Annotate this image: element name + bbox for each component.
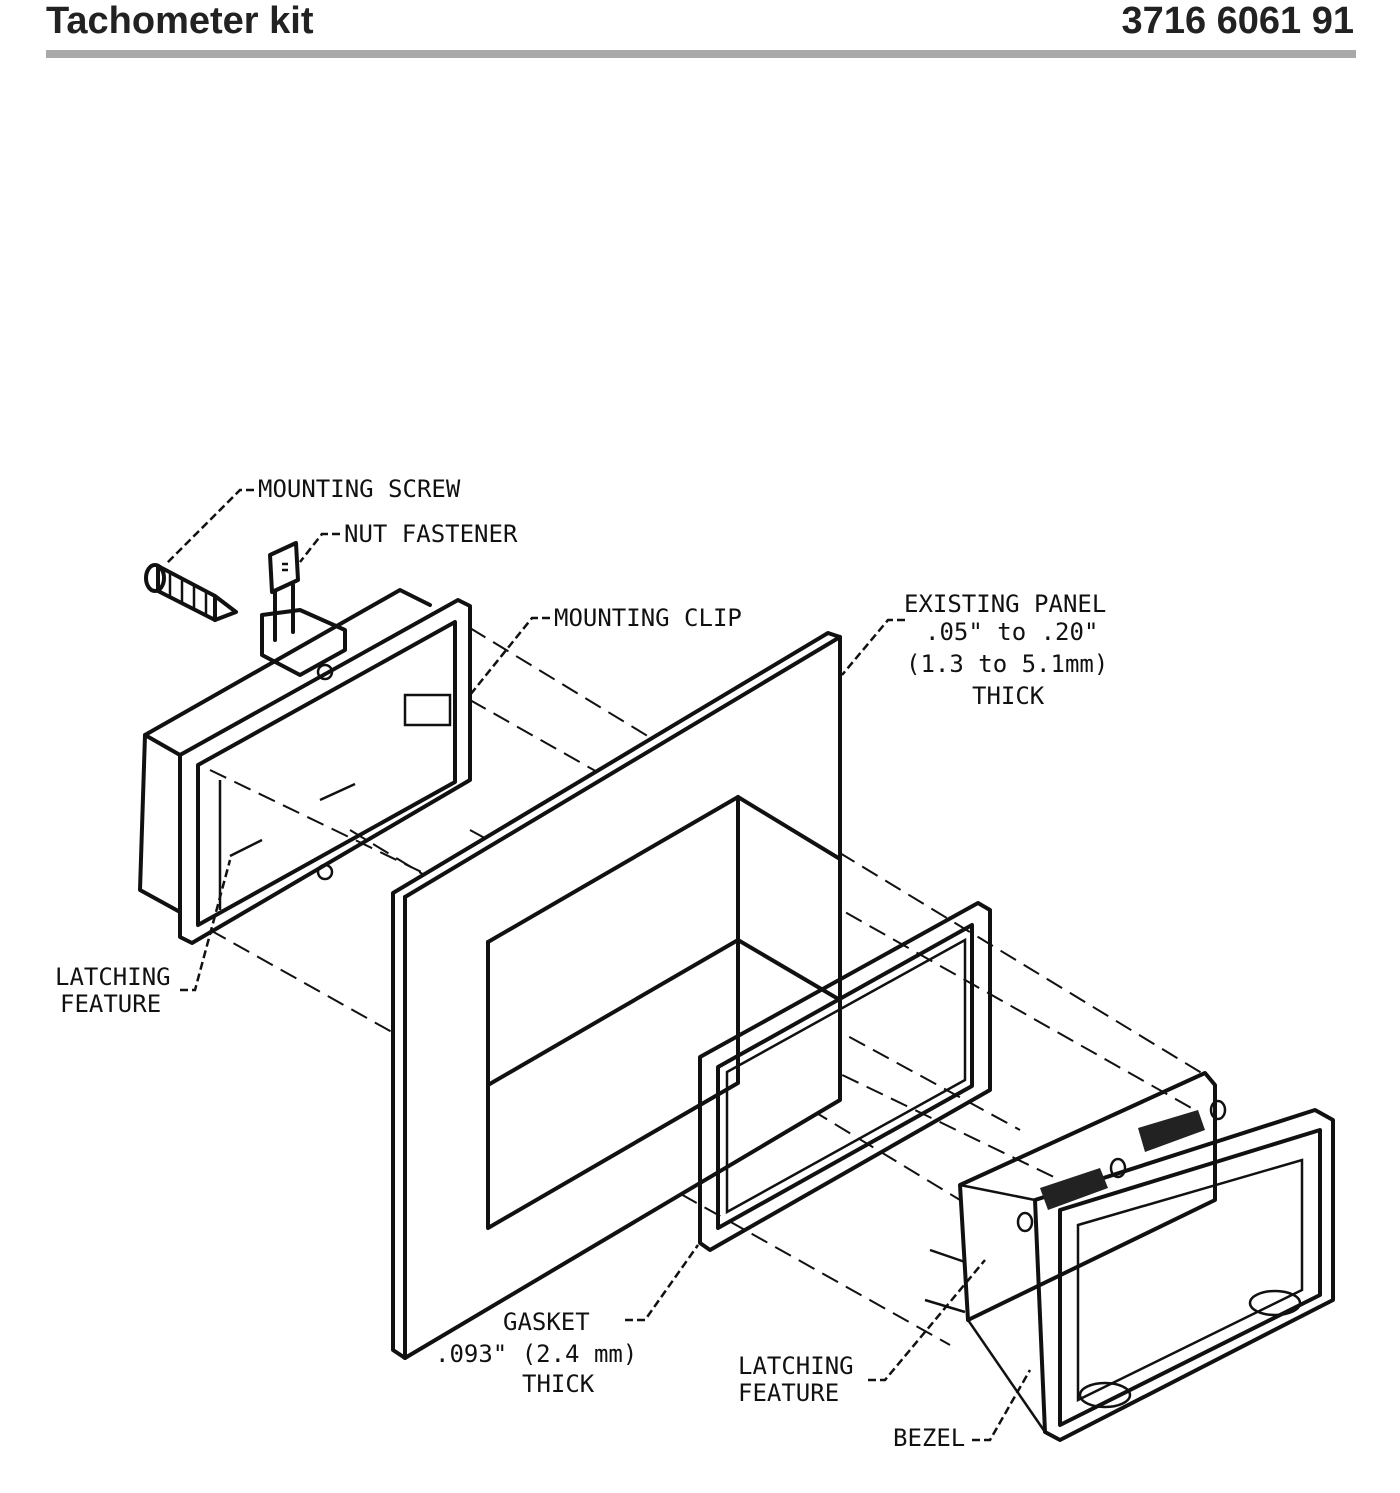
label-existing-panel: EXISTING PANEL	[904, 590, 1106, 618]
header-rule	[46, 50, 1356, 58]
label-panel-thick: THICK	[972, 682, 1045, 710]
gasket	[698, 901, 992, 1252]
label-latching-feature-left-2: FEATURE	[60, 990, 161, 1018]
mounting-clip	[138, 588, 472, 945]
mounting-screw	[144, 563, 238, 622]
label-nut-fastener: NUT FASTENER	[344, 520, 518, 548]
part-number: 3716 6061 91	[1121, 0, 1354, 42]
label-mounting-clip: MOUNTING CLIP	[554, 604, 742, 632]
label-mounting-screw: MOUNTING SCREW	[258, 475, 461, 503]
label-panel-thickness-mm: (1.3 to 5.1mm)	[906, 650, 1108, 678]
nut-fastener	[268, 541, 300, 642]
page-title: Tachometer kit	[46, 0, 314, 42]
label-gasket-thick: THICK	[522, 1370, 595, 1398]
label-latching-feature-right-2: FEATURE	[738, 1379, 839, 1407]
existing-panel	[391, 631, 842, 1360]
callout-labels: MOUNTING SCREW NUT FASTENER MOUNTING CLI…	[55, 475, 1108, 1452]
tachometer-unit	[924, 1071, 1335, 1442]
label-latching-feature-right-1: LATCHING	[738, 1352, 854, 1380]
label-panel-thickness-in: .05" to .20"	[925, 618, 1098, 646]
label-bezel: BEZEL	[893, 1424, 965, 1452]
label-latching-feature-left-1: LATCHING	[55, 963, 171, 991]
leader-lines	[164, 488, 1032, 1442]
label-gasket: GASKET	[503, 1308, 590, 1336]
label-gasket-thickness: .093" (2.4 mm)	[435, 1340, 637, 1368]
